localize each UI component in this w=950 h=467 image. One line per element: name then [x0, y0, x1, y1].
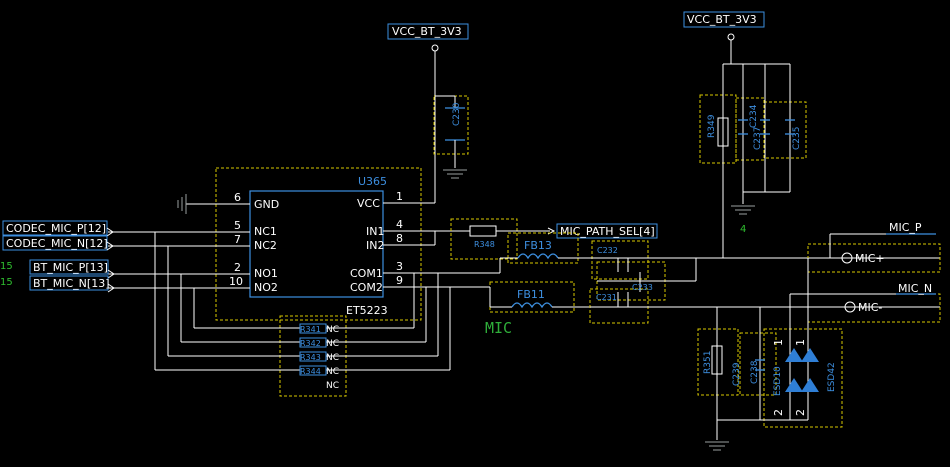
r351-ref: R351 [703, 351, 713, 374]
pin-9-name: COM2 [350, 281, 383, 294]
page-ref-15a: 15 [0, 261, 13, 272]
vcc-left-label: VCC_BT_3V3 [392, 25, 462, 38]
net-mic-p-label: MIC_P [889, 221, 922, 234]
mic-plus-label: MIC+ [855, 252, 885, 265]
page-ref-15b: 15 [0, 277, 13, 288]
nc-1: NC [326, 325, 339, 335]
nc-4: NC [326, 367, 339, 377]
pin-3-name: COM1 [350, 267, 383, 280]
page-ref-4: 4 [740, 224, 746, 235]
esd-pin-b1: 1 [794, 339, 807, 346]
pin-7-num: 7 [234, 233, 241, 246]
pin-5-num: 5 [234, 219, 241, 232]
pin-1-name: VCC [357, 197, 380, 210]
pin-3-num: 3 [396, 260, 403, 273]
esd42-ref: ESD42 [827, 362, 837, 392]
nc-3: NC [326, 353, 339, 363]
c237-ref: C237 [753, 127, 763, 150]
c233-ref: C233 [632, 283, 653, 292]
pin-4-name: IN1 [366, 225, 384, 238]
net-mic-p[interactable]: MIC_P [829, 221, 936, 258]
net-codec-mic-p[interactable]: CODEC_MIC_P[12] [2, 220, 114, 237]
r343-ref: R343 [300, 353, 321, 362]
vcc-right-box [683, 11, 765, 28]
fb13[interactable]: FB13 [499, 232, 590, 273]
vcc-left-box [387, 23, 469, 40]
pin-8-num: 8 [396, 232, 403, 245]
fb13-ref: FB13 [524, 239, 552, 252]
ic-part: ET5223 [346, 304, 388, 317]
pin-9-num: 9 [396, 274, 403, 287]
net-codec-mic-n-label: CODEC_MIC_N[12] [6, 237, 108, 250]
pin-8-name: IN2 [366, 239, 384, 252]
ic-ref: U365 [358, 175, 387, 188]
c238-ref: C238 [750, 360, 760, 384]
nc-2: NC [326, 339, 339, 349]
r349-ref: R349 [707, 114, 717, 138]
fb11-ref: FB11 [517, 288, 545, 301]
pin-7-name: NC2 [254, 239, 277, 252]
c230-ref: C230 [452, 102, 462, 126]
r344-ref: R344 [300, 367, 321, 376]
nc-resistor-network[interactable]: R341 R342 R343 R344 NC NC NC NC NC [154, 232, 451, 397]
r348[interactable]: R348 [450, 218, 550, 260]
net-mic-n-label: MIC_N [898, 282, 932, 295]
protection-network[interactable]: R351 C239 C238 ESD10 ESD42 1 2 1 2 [697, 258, 843, 451]
nc-5: NC [326, 381, 339, 391]
gnd-left-icon [177, 194, 187, 214]
net-bt-mic-n-label: BT_MIC_N[13] [33, 277, 110, 290]
pin-2-name: NO1 [254, 267, 278, 280]
vcc-right-label: VCC_BT_3V3 [687, 13, 757, 26]
cap-network-middle[interactable]: C232 C233 C231 [589, 240, 940, 324]
net-codec-mic-n[interactable]: CODEC_MIC_N[12] [2, 235, 114, 251]
esd-pin-a2: 2 [772, 409, 785, 416]
pin-10-name: NO2 [254, 281, 278, 294]
net-bt-mic-p-label: BT_MIC_P[13] [33, 261, 108, 274]
esd10-ref: ESD10 [773, 366, 783, 396]
pin-10-num: 10 [229, 275, 243, 288]
pin-6-name: GND [254, 198, 279, 211]
pin-2-num: 2 [234, 261, 241, 274]
pin-5-name: NC1 [254, 225, 277, 238]
esd-pin-a1: 1 [772, 339, 785, 346]
mic-minus-label: MIC- [858, 301, 882, 314]
pin-4-num: 4 [396, 218, 403, 231]
r348-ref: R348 [474, 240, 495, 249]
connector-mic-minus[interactable]: MIC- [807, 293, 941, 323]
c231-ref: C231 [596, 293, 617, 302]
net-mic-path-sel[interactable]: MIC_PATH_SEL[4] [547, 223, 658, 239]
net-mic-path-sel-label: MIC_PATH_SEL[4] [560, 225, 655, 238]
c230[interactable]: C230 [433, 95, 469, 179]
block-label-mic: MIC [485, 319, 512, 337]
vcc-left-symbol[interactable]: VCC_BT_3V3 [387, 23, 469, 203]
c235-ref: C235 [792, 127, 802, 150]
r341-ref: R341 [300, 325, 321, 334]
net-codec-mic-p-label: CODEC_MIC_P[12] [6, 222, 106, 235]
bias-network[interactable]: R349 C234 C237 C235 4 [699, 64, 807, 258]
ic-u365[interactable]: U365 ET5223 6 GND 5 NC1 7 NC2 2 NO1 10 N… [108, 167, 500, 321]
fb11[interactable]: FB11 [489, 281, 590, 313]
net-bt-mic-p[interactable]: BT_MIC_P[13] [29, 259, 115, 279]
esd-pin-b2: 2 [794, 409, 807, 416]
c232-ref: C232 [597, 246, 618, 255]
pin-1-num: 1 [396, 190, 403, 203]
net-bt-mic-n[interactable]: BT_MIC_N[13] [29, 275, 115, 293]
vcc-right-symbol[interactable]: VCC_BT_3V3 [683, 11, 790, 65]
c239-ref: C239 [732, 362, 742, 386]
c234-ref: C234 [749, 104, 759, 128]
pin-6-num: 6 [234, 191, 241, 204]
r342-ref: R342 [300, 339, 321, 348]
